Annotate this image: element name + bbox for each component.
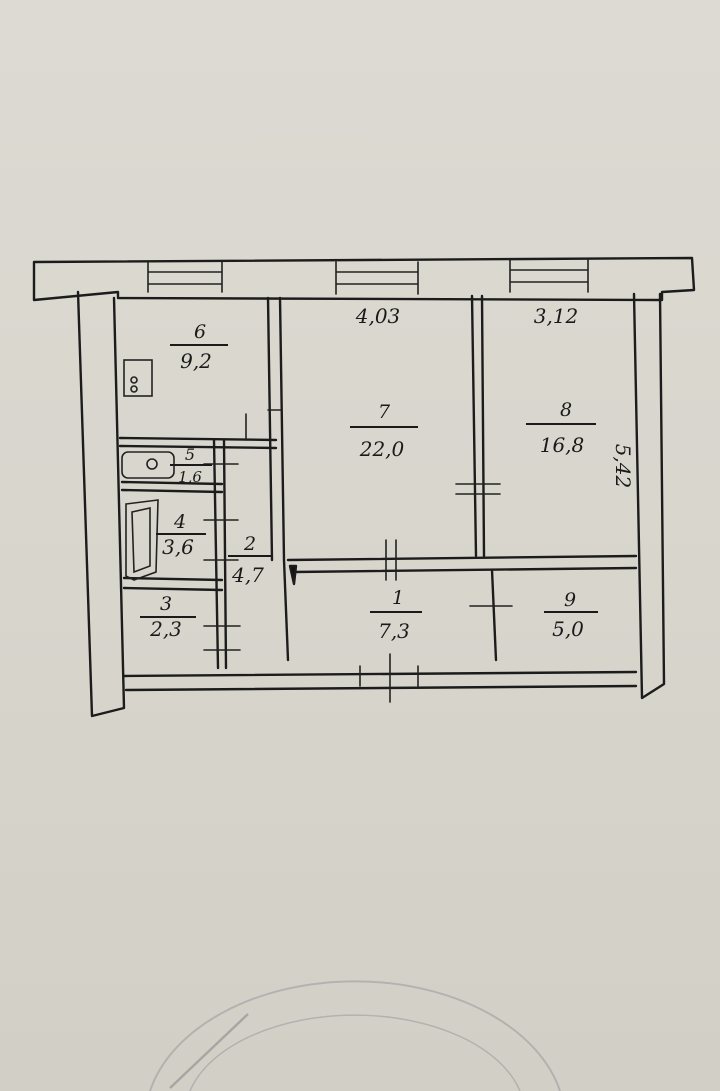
room-8-label: 8 16,8 xyxy=(526,399,596,457)
room-area: 5,0 xyxy=(552,617,584,641)
room-area: 7,3 xyxy=(378,619,410,643)
interior-walls xyxy=(118,294,638,703)
room-2-label: 2 4,7 xyxy=(228,533,272,587)
room-area: 1,6 xyxy=(178,468,202,486)
exterior-walls xyxy=(32,256,696,718)
room-3-label: 3 2,3 xyxy=(140,593,196,641)
room-number: 5 xyxy=(185,445,195,464)
stove-icon xyxy=(123,359,153,397)
dimension-right-side: 5,42 xyxy=(611,444,635,489)
windows xyxy=(147,259,589,295)
dimension-top-left: 4,03 xyxy=(355,304,401,328)
room-number: 2 xyxy=(243,533,256,555)
room-4-label: 4 3,6 xyxy=(156,511,206,559)
room-area: 22,0 xyxy=(359,437,405,461)
room-area: 9,2 xyxy=(180,349,212,373)
sink-icon xyxy=(121,451,175,479)
room-6-label: 6 9,2 xyxy=(170,321,228,373)
room-1-label: 1 7,3 xyxy=(370,587,422,643)
room-number: 3 xyxy=(160,593,172,615)
dimension-top-right: 3,12 xyxy=(534,304,579,328)
room-area: 2,3 xyxy=(149,617,182,641)
room-number: 4 xyxy=(173,511,186,533)
room-9-label: 9 5,0 xyxy=(544,589,598,641)
room-number: 1 xyxy=(392,587,404,609)
bathtub-icon xyxy=(125,499,159,581)
stamp-seal xyxy=(149,980,561,1091)
room-5-label: 5 1,6 xyxy=(170,445,212,486)
room-number: 7 xyxy=(378,401,391,423)
room-area: 4,7 xyxy=(231,563,264,587)
room-area: 16,8 xyxy=(540,433,585,457)
room-number: 6 xyxy=(194,321,206,343)
room-area: 3,6 xyxy=(162,535,194,559)
room-7-label: 7 22,0 xyxy=(350,401,418,461)
room-number: 9 xyxy=(564,589,576,611)
room-number: 8 xyxy=(560,399,572,421)
